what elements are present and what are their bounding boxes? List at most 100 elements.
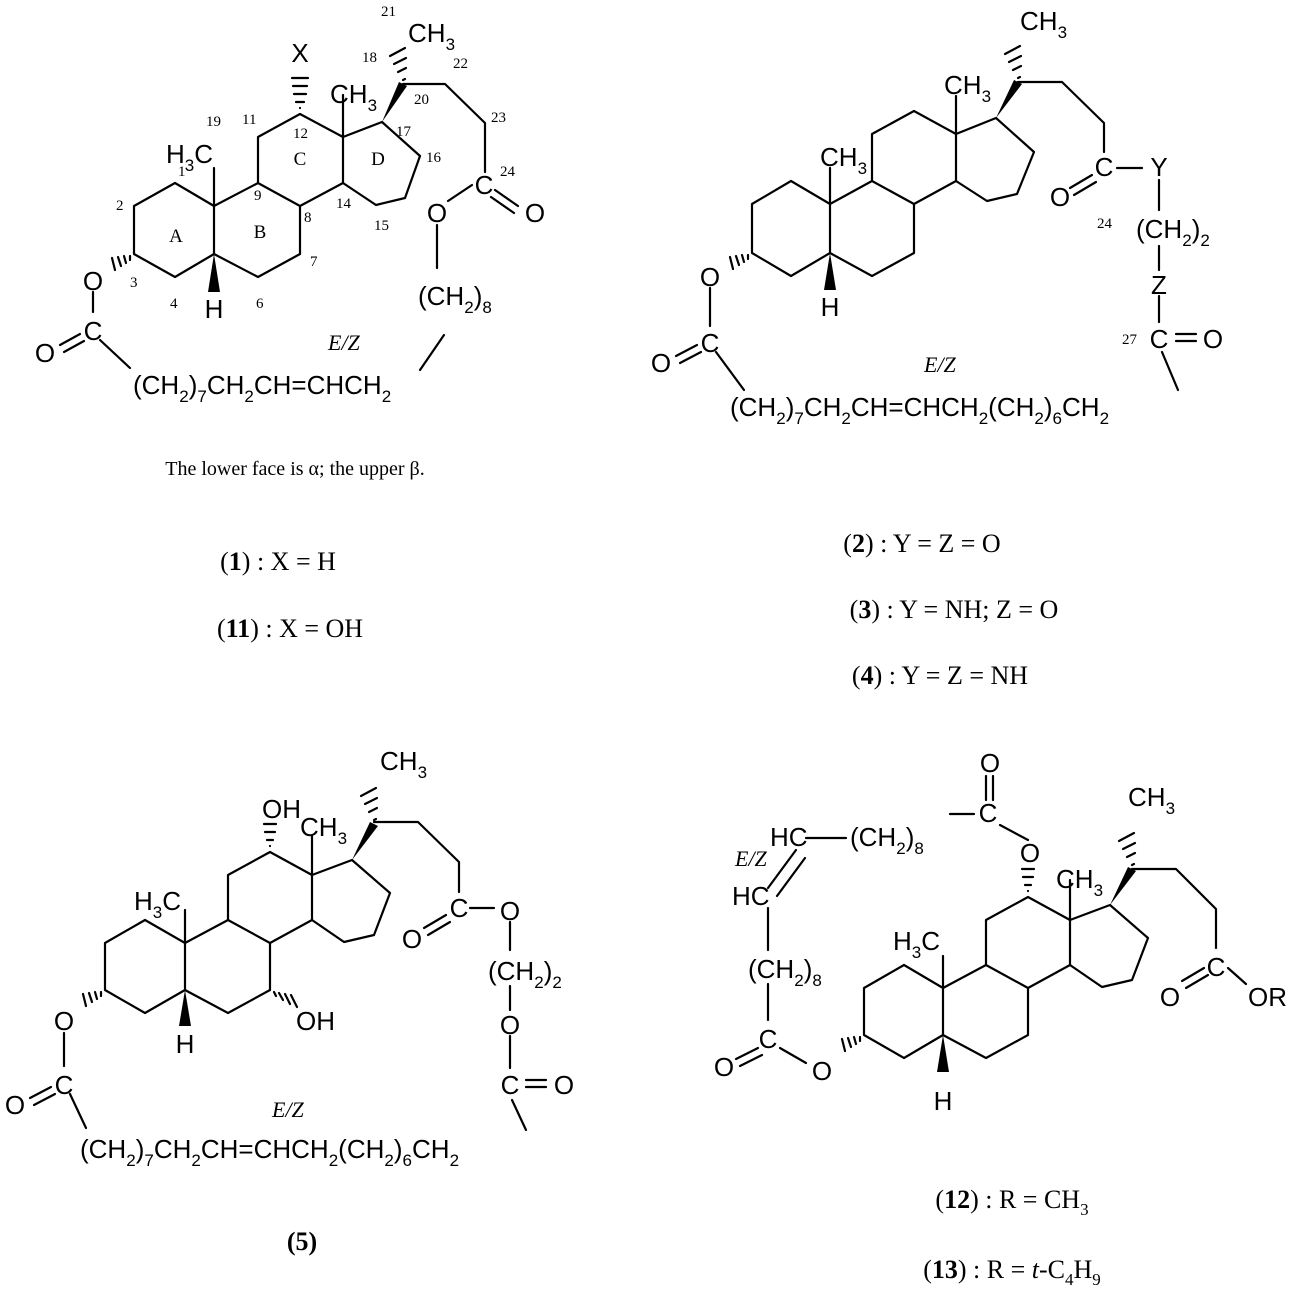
o3-label: O [54, 1006, 74, 1036]
hc-low-label: HC [732, 881, 770, 911]
atom-number: 12 [293, 126, 308, 142]
atom-number: 24 [500, 164, 516, 180]
structure-1: X CH3 CH3 H3C H O C O C O O (CH2)8 (CH2)… [35, 4, 545, 643]
c-acyl-label: C [84, 316, 103, 346]
structure-5: CH3 OH CH3 H3C OH H O C O C O O (CH2)2 O… [5, 746, 574, 1256]
h3c-19-label: H3C [134, 886, 181, 922]
o-acyl-label: O [651, 348, 671, 378]
structure-12: CH3 CH3 H3C H O C O HC (CH2)8 E/Z HC (CH… [714, 748, 1287, 1289]
atom-number: 21 [381, 4, 396, 20]
atom-number: 1 [178, 164, 186, 180]
c24-label: C [1095, 152, 1114, 182]
h5-label: H [205, 294, 224, 324]
caption-12: (12) : R = CH3 [935, 1185, 1088, 1219]
o-top-label: O [980, 748, 1000, 778]
x-label: X [291, 38, 308, 68]
ez-label: E/Z [923, 352, 957, 377]
ch2-2-label: (CH2)2 [488, 956, 562, 992]
ch3-18-label: CH3 [1056, 864, 1103, 900]
c-top-label: C [979, 798, 998, 828]
ch3-18-label: CH3 [944, 70, 991, 106]
ring-a-label: A [169, 226, 183, 247]
or-label: OR [1248, 982, 1287, 1012]
c27-label: C [1150, 324, 1169, 354]
atom-number: 7 [310, 254, 318, 270]
oh7-label: OH [296, 1006, 335, 1036]
atom-number: 14 [336, 196, 352, 212]
ch2-2-label: (CH2)2 [1136, 214, 1210, 250]
y-label: Y [1150, 152, 1167, 182]
c-left-label: C [759, 1024, 778, 1054]
hc-up-label: HC [770, 822, 808, 852]
c-acyl-label: C [55, 1070, 74, 1100]
atom-number: 8 [304, 210, 312, 226]
ring-c-label: C [294, 149, 307, 170]
o24-label: O [1050, 182, 1070, 212]
atom-number: 4 [170, 296, 178, 312]
atom-number-24: 24 [1097, 216, 1113, 232]
o-acyl-label: O [5, 1090, 25, 1120]
o3-label: O [700, 262, 720, 292]
atom-number-27: 27 [1122, 332, 1138, 348]
oh12-label: OH [262, 794, 301, 824]
ch3-19-label: CH3 [820, 142, 867, 178]
atom-number: 18 [362, 50, 377, 66]
chain-label: (CH2)7CH2CH=CHCH2(CH2)6CH2 [80, 1134, 459, 1170]
h5-label: H [821, 292, 840, 322]
hashed-bond [290, 76, 310, 110]
caption-13: (13) : R = t-C4H9 [923, 1255, 1101, 1289]
atom-number: 2 [116, 198, 124, 214]
c24-label: C [450, 893, 469, 923]
ez-label: E/Z [327, 330, 361, 355]
o-lower-label: O [500, 1010, 520, 1040]
h5-label: H [176, 1029, 195, 1059]
chain-label: (CH2)7CH2CH=CHCH2(CH2)6CH2 [730, 392, 1109, 428]
h5-label: H [934, 1086, 953, 1116]
atom-number: 16 [426, 150, 442, 166]
atom-number: 15 [374, 218, 389, 234]
atom-number: 22 [453, 56, 468, 72]
ez-label: E/Z [271, 1097, 305, 1122]
caption-4: (4) : Y = Z = NH [852, 661, 1028, 690]
h3c-19-label: H3C [893, 926, 940, 962]
o3-label: O [812, 1056, 832, 1086]
c24-label: C [475, 170, 494, 200]
atom-number: 23 [491, 110, 506, 126]
o27-label: O [1203, 324, 1223, 354]
o12-label: O [1020, 838, 1040, 868]
o24-label: O [1160, 982, 1180, 1012]
ch3-21-label: CH3 [1020, 6, 1067, 42]
ch3-18-label: CH3 [300, 812, 347, 848]
o24b-label: O [525, 198, 545, 228]
atom-number: 20 [414, 92, 429, 108]
caption-5: (5) [287, 1227, 317, 1256]
o24b-label: O [500, 896, 520, 926]
ch3-21-label: CH3 [380, 746, 427, 782]
caption-11: (11) : X = OH [217, 614, 363, 643]
atom-number: 3 [130, 275, 138, 291]
caption-2: (2) : Y = Z = O [843, 529, 1000, 558]
h3c-19-label: H3C [166, 139, 213, 175]
atom-number: 11 [242, 112, 256, 128]
c-acyl-label: C [701, 328, 720, 358]
atom-number: 19 [206, 114, 221, 130]
ch2-8-top-label: (CH2)8 [850, 822, 924, 858]
o24-label: O [427, 198, 447, 228]
ring-b-label: B [254, 222, 267, 243]
ch3-21-label: CH3 [408, 18, 455, 54]
ez-label: E/Z [734, 846, 768, 871]
structure-2: CH3 CH3 CH3 H O C O C O 24 Y (CH2)2 Z 27… [651, 6, 1223, 690]
atom-number: 9 [254, 188, 262, 204]
c24-label: C [1207, 952, 1226, 982]
atom-number: 6 [256, 296, 264, 312]
chain-label: (CH2)7CH2CH=CHCH2 [133, 370, 391, 406]
c-lower-label: C [501, 1070, 520, 1100]
face-note: The lower face is α; the upper β. [165, 458, 424, 480]
o-lower-dbl-label: O [554, 1070, 574, 1100]
caption-3: (3) : Y = NH; Z = O [850, 595, 1059, 624]
atom-number: 17 [396, 124, 412, 140]
ch2-8-left-label: (CH2)8 [748, 954, 822, 990]
o24-label: O [402, 924, 422, 954]
z-label: Z [1151, 270, 1167, 300]
